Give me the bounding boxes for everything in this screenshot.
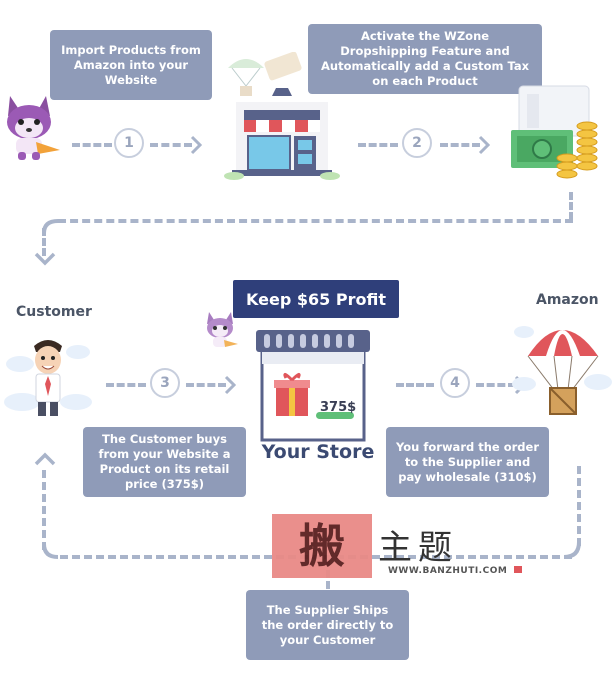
dash-connector — [440, 143, 480, 147]
dash-corner — [40, 544, 62, 562]
arrow-right-icon — [478, 135, 490, 155]
your-store-icon — [248, 328, 378, 443]
dash-connector — [569, 192, 573, 220]
price-tag: 375$ — [320, 400, 357, 415]
amazon-label: Amazon — [536, 292, 599, 308]
dash-connector — [72, 143, 112, 147]
arrow-down-icon — [34, 252, 56, 266]
parachute-delivery-icon — [510, 312, 614, 420]
online-shop-icon — [222, 52, 342, 182]
step-4-bubble: You forward the order to the Supplier an… — [386, 427, 549, 497]
dash-connector — [358, 143, 398, 147]
watermark-seal: 搬 — [272, 514, 372, 578]
dash-connector — [476, 383, 516, 387]
dash-connector — [577, 466, 581, 546]
step-2-bubble: Activate the WZone Dropshipping Feature … — [308, 24, 542, 94]
dash-connector — [42, 228, 46, 256]
step-3-number: 3 — [150, 368, 180, 398]
step-4-text: You forward the order to the Supplier an… — [396, 439, 539, 484]
step-1-bubble: Import Products from Amazon into your We… — [50, 30, 212, 100]
dash-connector — [106, 383, 146, 387]
fox-mascot-icon — [2, 92, 62, 164]
watermark-chars: 主题 — [378, 528, 458, 568]
dash-connector — [396, 383, 434, 387]
arrow-right-icon — [190, 135, 202, 155]
arrow-right-icon — [224, 375, 236, 395]
money-coins-icon — [505, 82, 605, 182]
fox-mascot-small-icon — [204, 310, 240, 352]
step-5-text: The Supplier Ships the order directly to… — [261, 602, 394, 647]
profit-banner: Keep $65 Profit — [233, 280, 399, 318]
dash-connector — [150, 143, 192, 147]
step-3-text: The Customer buys from your Website a Pr… — [98, 432, 231, 491]
dash-corner — [560, 542, 582, 560]
step-2-text: Activate the WZone Dropshipping Feature … — [320, 29, 530, 88]
watermark-char: 搬 — [299, 519, 345, 573]
watermark-url: WWW.BANZHUTI.COM — [388, 566, 522, 576]
step-2-number: 2 — [402, 128, 432, 158]
step-5-bubble: The Supplier Ships the order directly to… — [246, 590, 409, 660]
dash-corner — [40, 217, 62, 233]
dash-connector — [42, 470, 46, 550]
step-4-number: 4 — [440, 368, 470, 398]
arrow-up-icon — [34, 452, 56, 466]
customer-label: Customer — [16, 304, 92, 320]
customer-person-icon — [0, 330, 95, 420]
profit-text: Keep $65 Profit — [246, 289, 386, 309]
step-3-bubble: The Customer buys from your Website a Pr… — [83, 427, 246, 497]
store-title: Your Store — [261, 441, 375, 463]
dash-connector — [58, 219, 573, 223]
step-1-number: 1 — [114, 128, 144, 158]
step-1-text: Import Products from Amazon into your We… — [61, 42, 201, 87]
watermark-url-text: WWW.BANZHUTI.COM — [388, 566, 508, 576]
dash-connector — [186, 383, 226, 387]
